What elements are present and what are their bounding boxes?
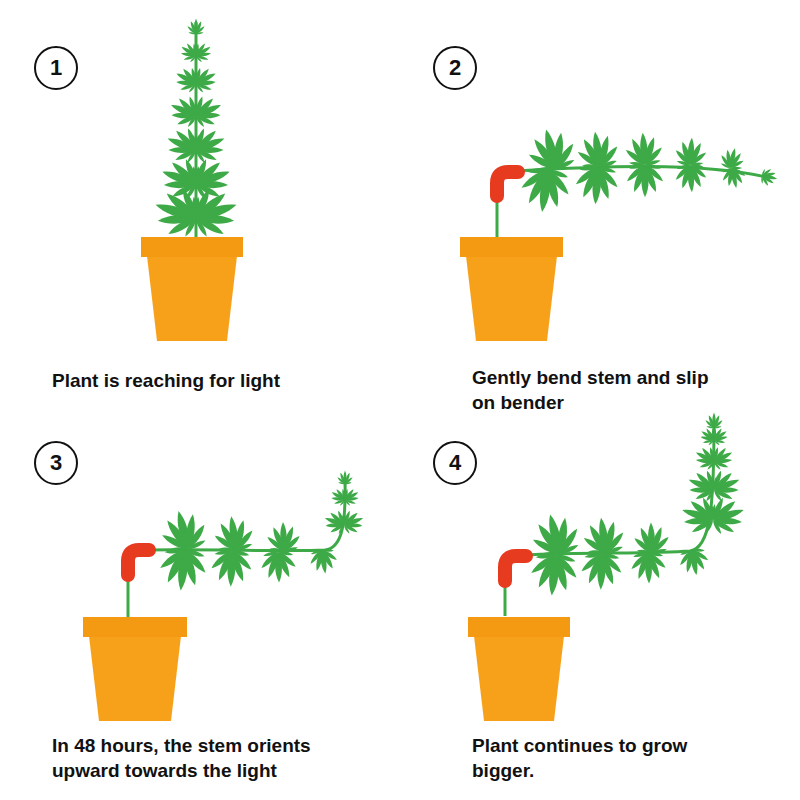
step-number-circle: 1 (34, 46, 78, 90)
step-caption: In 48 hours, the stem orients upward tow… (52, 733, 382, 783)
step-number: 2 (449, 57, 461, 79)
step-caption: Plant continues to grow bigger. (472, 733, 742, 783)
plant-3 (128, 470, 367, 620)
step-number-circle: 3 (34, 441, 78, 485)
plant-2 (497, 123, 779, 240)
plant-4 (505, 413, 750, 616)
pot-3 (83, 617, 187, 721)
stem-bender (497, 172, 518, 196)
step-number: 3 (50, 452, 62, 474)
step-number-circle: 4 (433, 441, 477, 485)
stem-bender (128, 550, 149, 575)
pot-2 (460, 237, 563, 341)
step-number-circle: 2 (433, 46, 477, 90)
step-number: 4 (449, 452, 461, 474)
step-number: 1 (50, 57, 62, 79)
pot-4 (468, 617, 570, 721)
plant-1 (148, 19, 245, 244)
pot-1 (141, 237, 243, 341)
step-caption: Plant is reaching for light (52, 368, 392, 393)
step-caption: Gently bend stem and slip on bender (472, 365, 712, 415)
stem-bender (505, 556, 526, 581)
